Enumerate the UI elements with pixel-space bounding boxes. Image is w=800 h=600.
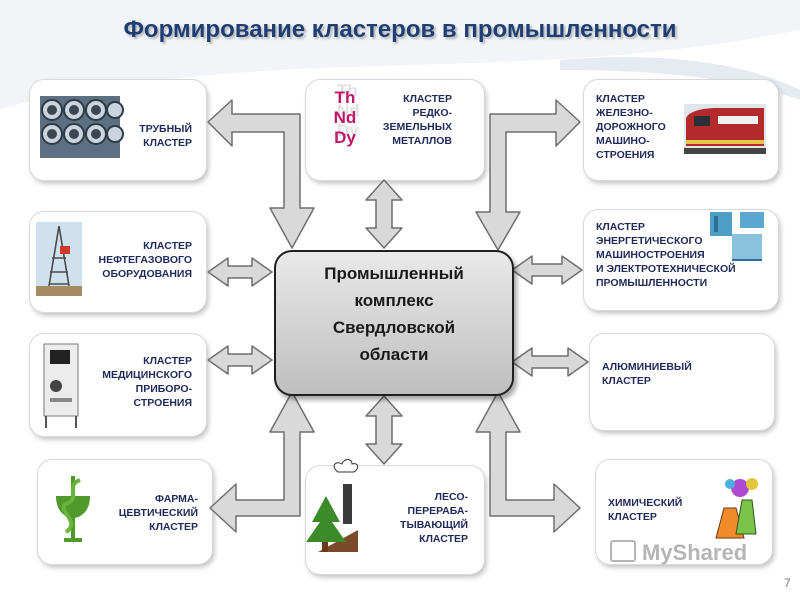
oil-derrick-icon <box>36 222 82 296</box>
slide-title: Формирование кластеров в промышленности <box>123 16 677 43</box>
center-label: Промышленный комплекс Свердловской облас… <box>324 264 464 364</box>
arrow-aluminum <box>511 347 589 377</box>
arrow-wood <box>365 395 403 465</box>
arrow-pipe <box>207 99 315 249</box>
train-icon <box>684 104 766 154</box>
pharmacy-bowl-icon <box>56 476 90 542</box>
arrow-ree <box>365 179 403 249</box>
cluster-box-ree <box>306 80 484 180</box>
arrow-rail <box>475 99 581 251</box>
arrow-medical <box>207 345 273 375</box>
chemistry-flasks-icon <box>715 478 758 539</box>
medical-equipment-icon <box>43 343 79 428</box>
forest-factory-icon <box>306 459 359 552</box>
arrow-oil <box>207 257 273 287</box>
watermark: MyShared <box>610 540 747 566</box>
arrow-energy <box>511 255 583 285</box>
arrow-pharma <box>209 391 315 533</box>
watermark-logo-icon <box>610 540 636 562</box>
arrow-chem <box>475 391 581 533</box>
pipes-icon <box>40 96 124 158</box>
energy-equipment-icon <box>710 212 764 261</box>
center-industrial-complex: Промышленный комплекс Свердловской облас… <box>274 250 514 396</box>
cluster-box-aluminum <box>590 334 774 430</box>
page-number: 7 <box>784 576 791 590</box>
